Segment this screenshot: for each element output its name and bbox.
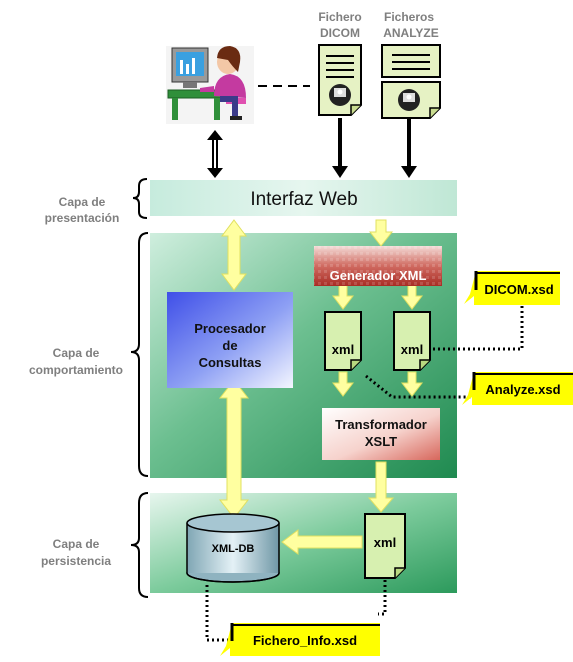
analyze-file-label: Ficheros	[384, 10, 434, 24]
behavior-layer-label-2: comportamiento	[29, 363, 123, 377]
analyze-file-icon-1	[381, 44, 441, 78]
analyze-schema-link	[365, 374, 496, 399]
query-processor-label-3: Consultas	[199, 355, 262, 370]
xml-document-label: xml	[332, 342, 354, 357]
xml-document-bottom: xml	[364, 513, 406, 579]
generator-xml-left-arrow	[331, 284, 355, 310]
presentation-brace	[132, 178, 148, 219]
analyze-file-label-2: ANALYZE	[383, 26, 439, 40]
analyze-web-arrow	[401, 118, 417, 178]
persistence-layer-label: Capa de	[53, 537, 100, 551]
dicom-file-label-2: DICOM	[320, 26, 360, 40]
info-xsd-label: Fichero_Info.xsd	[253, 633, 357, 648]
user-web-arrow	[207, 130, 223, 178]
behavior-layer-label: Capa de	[53, 346, 100, 360]
persistence-brace	[130, 492, 149, 598]
presentation-layer-label-2: presentación	[45, 211, 120, 225]
xml-document-right: xml	[393, 311, 431, 371]
user-computer-icon	[166, 46, 254, 124]
xml-database-arrow	[281, 529, 363, 555]
info-schema-link	[205, 585, 229, 642]
info-xsd-note: Fichero_Info.xsd	[220, 623, 380, 656]
query-processor-label-2: de	[222, 338, 237, 353]
dicom-xsd-label: DICOM.xsd	[484, 282, 553, 297]
xslt-xml-arrow	[367, 461, 395, 513]
xslt-transformer-label-2: XSLT	[365, 434, 397, 449]
presentation-layer-label: Capa de	[59, 195, 106, 209]
dicom-web-arrow	[332, 118, 348, 178]
database-label: XML-DB	[212, 543, 255, 555]
info-schema-link-2	[378, 580, 387, 616]
xslt-transformer-label: Transformador	[335, 417, 427, 432]
xml-document-label: xml	[374, 535, 396, 550]
analyze-xsd-note: Analyze.xsd	[462, 372, 573, 405]
dicom-file-icon	[318, 44, 362, 116]
persistence-layer-label-2: persistencia	[41, 554, 111, 568]
generator-xml-right-arrow	[400, 284, 424, 310]
web-generator-arrow	[368, 219, 394, 247]
analyze-file-icon-2	[381, 81, 441, 119]
web-processor-arrow	[221, 219, 247, 291]
xml-xslt-left-arrow	[331, 371, 355, 397]
behavior-brace	[130, 232, 149, 477]
xml-xslt-right-arrow	[400, 371, 424, 397]
dicom-file-label: Fichero	[318, 10, 361, 24]
xml-generator-label: Generador XML	[330, 268, 427, 283]
xml-document-label: xml	[401, 342, 423, 357]
dicom-xsd-note: DICOM.xsd	[464, 271, 560, 305]
xslt-transformer	[322, 408, 440, 460]
analyze-xsd-label: Analyze.xsd	[485, 382, 560, 397]
query-processor-label: Procesador	[194, 321, 266, 336]
presentation-band	[150, 180, 457, 216]
query-processor	[167, 292, 293, 388]
web-interface-label: Interfaz Web	[250, 189, 357, 210]
xml-database: XML-DB	[186, 513, 280, 583]
xml-document-left: xml	[324, 311, 362, 371]
